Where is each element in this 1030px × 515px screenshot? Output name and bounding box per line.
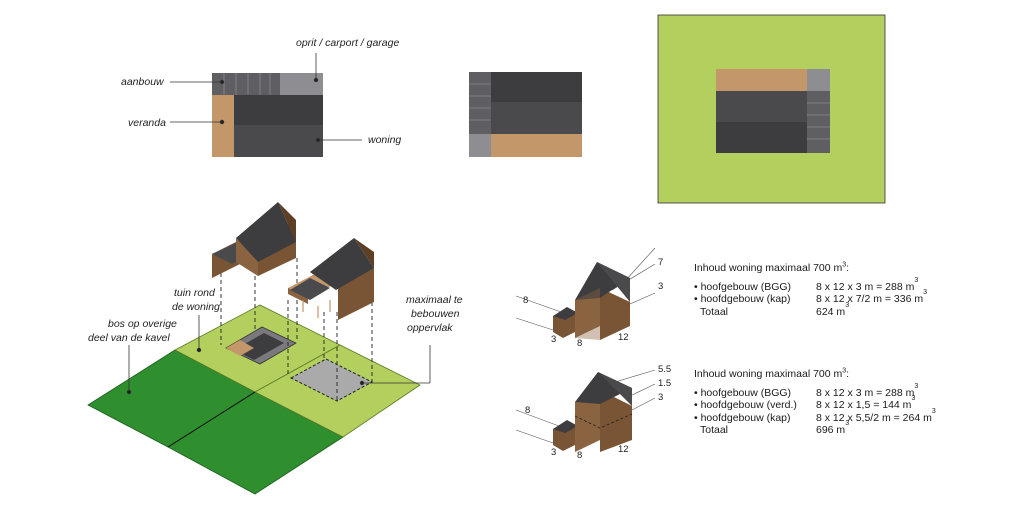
dim2-d: 12 — [618, 444, 629, 455]
calc-block-2: Inhoud woning maximaal 700 m3: • hoofgeb… — [694, 367, 936, 437]
iso-house-b — [288, 238, 374, 320]
dim-house-1: 8 3 8 12 7 3 — [515, 247, 663, 349]
iso-house-a — [212, 202, 296, 278]
dim2-f: 1.5 — [658, 378, 671, 389]
plan3-house-roof-a — [716, 91, 807, 122]
dim1-e: 7 — [658, 257, 663, 268]
label-tuin-2: de woning — [172, 301, 220, 313]
calc2-row: • hoofdgebouw (verd.)8 x 12 x 1,5 = 144 … — [694, 395, 916, 411]
calc-block-1: Inhoud woning maximaal 700 m3: • hoofgeb… — [694, 261, 928, 318]
dim-house-2: 8 3 8 12 5.5 1.5 3 — [515, 364, 671, 461]
plan2-veranda — [491, 134, 582, 157]
isometric-plot: tuin rond de woning bos op overige deel … — [87, 202, 463, 495]
calc2-title: Inhoud woning maximaal 700 m — [694, 368, 843, 380]
dim2-a: 8 — [525, 405, 530, 416]
label-woning: woning — [368, 134, 401, 146]
dim1-a: 8 — [523, 295, 528, 306]
dim1-f: 3 — [658, 281, 663, 292]
label-oprit: oprit / carport / garage — [296, 37, 399, 49]
calc2-row: • hoofdgebouw (kap)8 x 12 x 5,5/2 m = 26… — [694, 407, 936, 424]
dim1-b: 3 — [551, 334, 556, 345]
plan1-annex — [212, 73, 280, 95]
plan1-driveway — [280, 73, 323, 95]
plan3-house-roof-b — [716, 122, 807, 153]
plan-2 — [469, 72, 582, 157]
plan3-veranda — [716, 69, 807, 91]
dim2-b: 3 — [551, 447, 556, 458]
label-bos-2: deel van de kavel — [88, 332, 170, 344]
plan2-house-roof-b — [491, 102, 582, 134]
plan2-house-roof-a — [491, 72, 582, 102]
label-veranda: veranda — [128, 117, 166, 129]
label-tuin-1: tuin rond — [174, 287, 216, 299]
label-aanbouw: aanbouw — [121, 76, 165, 88]
label-max-1: maximaal te — [406, 294, 463, 306]
plan1-house-roof-b — [234, 125, 323, 157]
dim1-d: 12 — [618, 332, 629, 343]
dim1-c: 8 — [577, 338, 582, 349]
plan3-driveway — [807, 69, 830, 91]
calc1-title: Inhoud woning maximaal 700 m — [694, 262, 843, 274]
plan1-veranda — [212, 95, 234, 157]
dim2-e: 5.5 — [658, 364, 671, 375]
label-max-3: oppervlak — [407, 322, 453, 334]
plan2-driveway — [469, 134, 491, 157]
plan-1: oprit / carport / garage aanbouw veranda… — [121, 37, 401, 157]
label-bos-1: bos op overige — [108, 318, 177, 330]
dim2-g: 3 — [658, 392, 663, 403]
plan1-house-roof-a — [234, 95, 323, 125]
label-max-2: bebouwen — [411, 308, 460, 320]
plan2-annex — [469, 72, 491, 134]
plan-3 — [657, 14, 886, 204]
dim2-c: 8 — [577, 450, 582, 461]
calc1-row: • hoofdgebouw (kap)8 x 12 x 7/2 m = 336 … — [694, 289, 928, 305]
